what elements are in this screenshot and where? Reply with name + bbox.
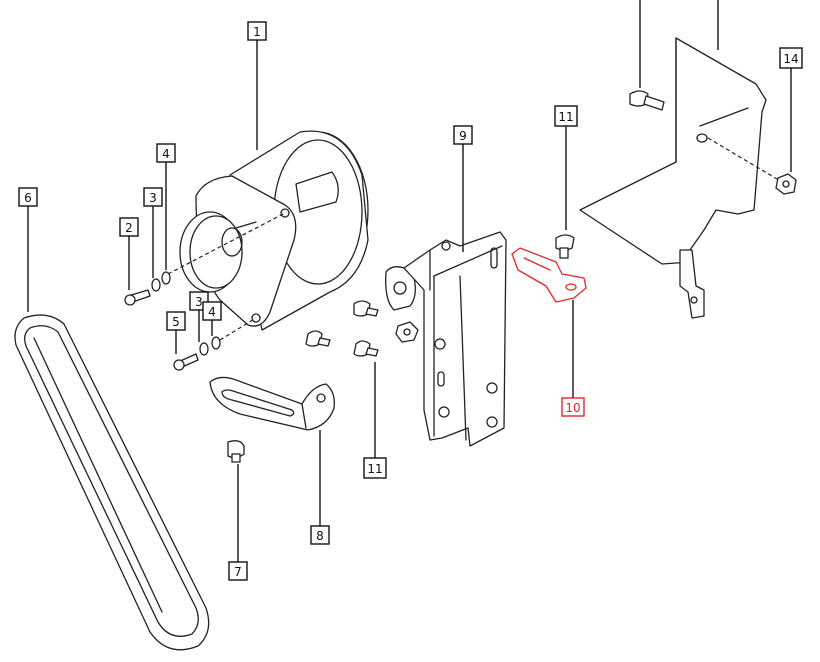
svg-text:11: 11 [367, 462, 382, 476]
washer-4-lower [211, 336, 221, 350]
washer-3-lower [199, 342, 209, 356]
callout-10-highlighted: 10 [561, 397, 585, 417]
washer-4-upper [161, 271, 171, 285]
svg-text:10: 10 [565, 401, 580, 415]
nut [395, 321, 419, 343]
bolt-11-upper [555, 234, 575, 259]
nut-14 [775, 173, 797, 195]
callout-7: 7 [228, 561, 248, 581]
callout-9: 9 [453, 125, 473, 145]
callout-11-lower: 11 [363, 457, 387, 479]
cover-plate [579, 37, 767, 319]
mounting-bracket [385, 231, 507, 447]
bolt-11-a [353, 300, 379, 317]
callout-1: 1 [247, 21, 267, 41]
svg-text:4: 4 [208, 305, 216, 319]
v-belt [14, 314, 210, 651]
callout-4-lower: 4 [202, 301, 222, 321]
svg-text:1: 1 [253, 25, 261, 39]
bolt-5 [173, 353, 199, 371]
svg-text:7: 7 [234, 565, 242, 579]
svg-text:9: 9 [459, 129, 467, 143]
callout-3-upper: 3 [143, 187, 163, 207]
alternator [179, 130, 369, 331]
svg-text:8: 8 [316, 529, 324, 543]
svg-text:4: 4 [162, 147, 170, 161]
svg-text:3: 3 [149, 191, 157, 205]
svg-text:6: 6 [24, 191, 32, 205]
callout-14: 14 [779, 47, 803, 69]
svg-text:5: 5 [172, 315, 180, 329]
washer-3-upper [151, 278, 161, 292]
svg-text:14: 14 [783, 52, 798, 66]
svg-text:2: 2 [125, 221, 133, 235]
callout-2: 2 [119, 217, 139, 237]
bolt-2 [124, 289, 151, 306]
callout-6: 6 [18, 187, 38, 207]
bolt-7 [227, 440, 245, 463]
svg-text:11: 11 [558, 110, 573, 124]
callout-8: 8 [310, 525, 330, 545]
bolt-11-b [353, 340, 379, 357]
adjuster-bracket [209, 376, 335, 431]
svg-text:3: 3 [195, 295, 203, 309]
callout-11-upper: 11 [554, 105, 578, 127]
small-bracket-highlighted [511, 247, 587, 303]
callout-4-upper: 4 [156, 143, 176, 163]
callout-5: 5 [166, 311, 186, 331]
bolt-upper-right [629, 90, 665, 111]
bolt-11-c [305, 330, 331, 347]
